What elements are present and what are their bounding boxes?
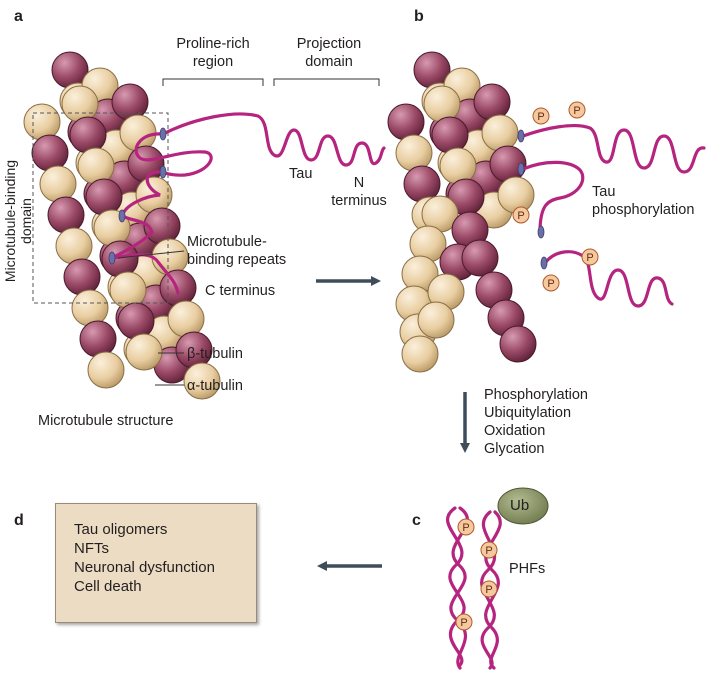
phospho-badge-icon: P	[480, 541, 498, 559]
panel-label-b: b	[414, 8, 424, 25]
outcomes-box: Tau oligomers NFTs Neuronal dysfunction …	[55, 503, 257, 623]
svg-text:P: P	[485, 545, 492, 557]
projection-bracket	[273, 78, 380, 86]
alpha-tubulin-subunit	[39, 165, 77, 203]
svg-text:P: P	[517, 210, 524, 222]
proline-rich-bracket	[162, 78, 264, 86]
tau-anchors-a	[108, 127, 167, 265]
beta-tubulin-subunit	[47, 196, 85, 234]
panel-label-a: a	[14, 8, 23, 25]
phospho-badges: P P P P P P P P P	[455, 101, 599, 631]
svg-text:P: P	[537, 111, 544, 123]
tau-strand-b3	[543, 250, 674, 308]
phospho-badge-icon: P	[542, 274, 560, 292]
phospho-badge-icon: P	[581, 248, 599, 266]
outcome-item: Cell death	[74, 578, 142, 595]
binding-domain-box	[32, 112, 169, 304]
ub-label: Ub	[510, 497, 530, 514]
beta-tubulin-subunit	[31, 134, 69, 172]
phospho-badge-icon: P	[457, 518, 475, 536]
svg-text:P: P	[462, 522, 469, 534]
alpha-tubulin-subunit	[401, 335, 439, 373]
outcome-item: Tau oligomers	[74, 521, 168, 538]
phospho-badge-icon: P	[568, 101, 586, 119]
outcome-item: NFTs	[74, 540, 109, 557]
binding-repeats-label: Microtubule-binding repeats	[187, 234, 287, 268]
beta-tubulin-subunit	[111, 83, 149, 121]
tau-label: Tau	[289, 166, 313, 182]
alpha-tubulin-subunit	[183, 362, 221, 400]
beta-tubulin-subunit	[79, 320, 117, 358]
alpha-tubulin-subunit	[423, 85, 461, 123]
svg-text:P: P	[485, 584, 492, 596]
alpha-tubulin-subunit	[395, 134, 433, 172]
microtubule-b-branches	[395, 195, 537, 373]
binding-domain-label: Microtubule-binding domain	[2, 159, 34, 283]
alpha-tubulin-subunit	[77, 147, 115, 185]
ubiquitin-icon	[497, 487, 549, 525]
alpha-tubulin-subunit	[71, 289, 109, 327]
phfs-label: PHFs	[509, 561, 546, 577]
alpha-tubulin-subunit	[87, 351, 125, 389]
panel-label-d: d	[14, 512, 24, 529]
microtubule-b	[387, 51, 535, 234]
phospho-badge-icon: P	[512, 206, 530, 224]
microtubule-structure-label: Microtubule structure	[38, 413, 174, 429]
alpha-tubulin-subunit	[417, 301, 455, 339]
beta-tubulin-subunit	[69, 116, 107, 154]
alpha-tubulin-label: α-tubulin	[187, 378, 243, 394]
alpha-tubulin-subunit	[167, 300, 205, 338]
beta-tubulin-subunit	[387, 103, 425, 141]
alpha-tubulin-subunit	[55, 227, 93, 265]
alpha-tubulin-subunit	[125, 333, 163, 371]
beta-tubulin-subunit	[473, 83, 511, 121]
outcome-item: Neuronal dysfunction	[74, 559, 215, 576]
alpha-tubulin-subunit	[23, 103, 61, 141]
alpha-tubulin-subunit	[497, 176, 535, 214]
tau-loops-a	[111, 132, 213, 295]
tau-strand-a	[161, 112, 386, 167]
beta-tubulin-subunit	[85, 178, 123, 216]
beta-tubulin-subunit	[117, 302, 155, 340]
beta-tubulin-subunit	[461, 239, 499, 277]
phospho-badge-icon: P	[480, 580, 498, 598]
phospho-badge-icon: P	[455, 613, 473, 631]
beta-tubulin-subunit	[63, 258, 101, 296]
c-terminus-label: C terminus	[205, 283, 276, 299]
beta-tubulin-subunit	[499, 325, 537, 363]
svg-text:P: P	[547, 278, 554, 290]
phospho-badge-icon: P	[532, 107, 550, 125]
phf-strand-left	[446, 506, 466, 667]
microtubule-a	[23, 51, 221, 400]
tau-strand-b2	[521, 160, 585, 234]
alpha-tubulin-subunit	[481, 114, 519, 152]
repeats-pointer	[117, 250, 185, 259]
alpha-tubulin-subunit	[61, 85, 99, 123]
beta-tubulin-subunit	[431, 116, 469, 154]
tau-anchors-b	[517, 129, 548, 270]
beta-tubulin-label: β-tubulin	[187, 346, 243, 362]
svg-text:P: P	[460, 617, 467, 629]
beta-tubulin-subunit	[127, 145, 165, 183]
alpha-tubulin-subunit	[439, 147, 477, 185]
alpha-tubulin-subunit	[151, 238, 189, 276]
tau-strand-b1	[521, 124, 706, 174]
svg-text:P: P	[586, 252, 593, 264]
svg-text:P: P	[573, 105, 580, 117]
panel-label-c: c	[412, 512, 421, 529]
